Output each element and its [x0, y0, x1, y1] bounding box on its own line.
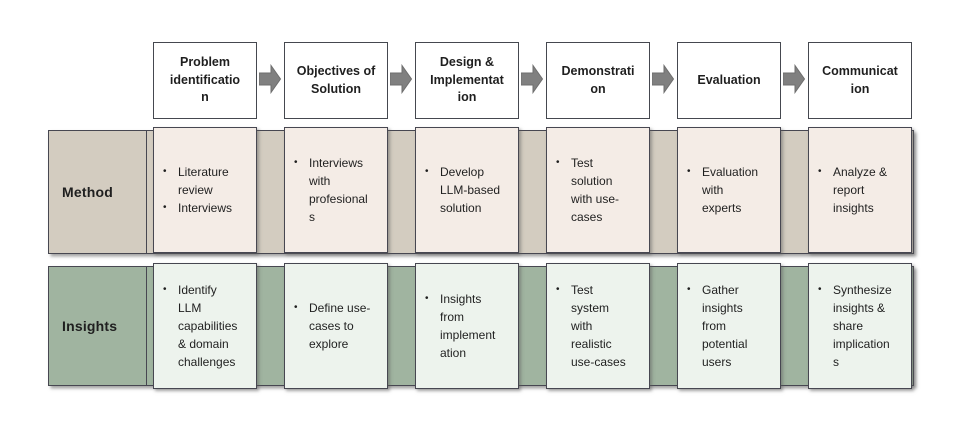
- list-item: •Synthesize insights & share implication…: [818, 283, 892, 369]
- insights-cell-evaluation: •Gather insights from potential users: [677, 263, 781, 389]
- list-item: •Gather insights from potential users: [687, 283, 748, 369]
- list-item: •Test solution with use- cases: [556, 156, 620, 224]
- list-item: •Analyze & report insights: [818, 165, 888, 215]
- method-cell-demonstration: •Test solution with use- cases: [546, 127, 650, 253]
- bullet-icon: •: [556, 284, 560, 295]
- right-arrow-icon: [259, 64, 282, 94]
- method-cell-evaluation: •Evaluation with experts: [677, 127, 781, 253]
- bullet-icon: •: [163, 202, 167, 213]
- bullet-icon: •: [163, 166, 167, 177]
- list-item: •Define use- cases to explore: [294, 301, 371, 351]
- bullet-icon: •: [818, 284, 822, 295]
- right-arrow-icon: [390, 64, 413, 94]
- bullet-icon: •: [294, 157, 298, 168]
- list-item: •Test system with realistic use-cases: [556, 283, 626, 369]
- insights-cell-problem-identification: •Identify LLM capabilities & domain chal…: [153, 263, 257, 389]
- method-cell-objectives: •Interviews with profesional s: [284, 127, 388, 253]
- stage-box-demonstration: Demonstrati on: [546, 42, 650, 119]
- insights-row-label: Insights: [62, 318, 118, 334]
- bullet-icon: •: [556, 157, 560, 168]
- bullet-icon: •: [163, 284, 167, 295]
- bullet-icon: •: [687, 284, 691, 295]
- right-arrow-icon: [652, 64, 675, 94]
- right-arrow-icon: [783, 64, 806, 94]
- right-arrow-icon: [521, 64, 544, 94]
- stage-box-problem-identification: Problem identificatio n: [153, 42, 257, 119]
- stage-box-objectives-of-solution: Objectives of Solution: [284, 42, 388, 119]
- bullet-icon: •: [425, 293, 429, 304]
- list-item: •Identify LLM capabilities & domain chal…: [163, 283, 238, 369]
- insights-cell-communication: •Synthesize insights & share implication…: [808, 263, 912, 389]
- label-divider: [146, 267, 147, 385]
- list-item: •Interviews: [163, 201, 233, 215]
- list-item: •Develop LLM-based solution: [425, 165, 501, 215]
- insights-cell-demonstration: •Test system with realistic use-cases: [546, 263, 650, 389]
- method-cell-problem-identification: •Literature review •Interviews: [153, 127, 257, 253]
- insights-cell-design: •Insights from implement ation: [415, 263, 519, 389]
- bullet-icon: •: [425, 166, 429, 177]
- list-item: •Literature review: [163, 165, 229, 197]
- method-row-label: Method: [62, 184, 113, 200]
- stage-box-evaluation: Evaluation: [677, 42, 781, 119]
- insights-cell-objectives: •Define use- cases to explore: [284, 263, 388, 389]
- method-cell-design: •Develop LLM-based solution: [415, 127, 519, 253]
- method-cell-communication: •Analyze & report insights: [808, 127, 912, 253]
- bullet-icon: •: [294, 302, 298, 313]
- list-item: •Evaluation with experts: [687, 165, 759, 215]
- bullet-icon: •: [687, 166, 691, 177]
- list-item: •Insights from implement ation: [425, 292, 496, 360]
- label-divider: [146, 131, 147, 253]
- list-item: •Interviews with profesional s: [294, 156, 368, 224]
- stage-box-design-implementation: Design & Implementat ion: [415, 42, 519, 119]
- stage-box-communication: Communicat ion: [808, 42, 912, 119]
- bullet-icon: •: [818, 166, 822, 177]
